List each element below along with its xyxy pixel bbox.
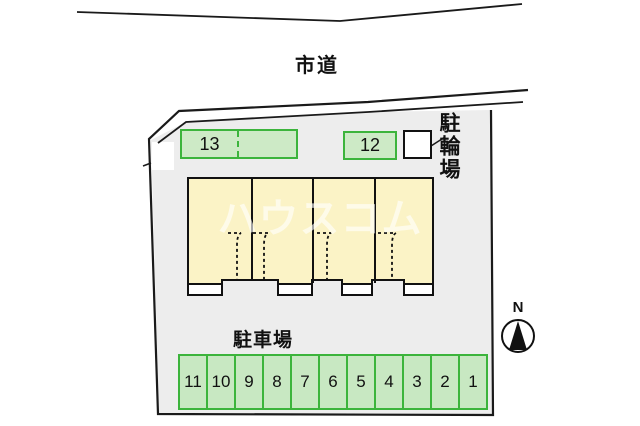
plot-13-empty-half: [237, 131, 296, 157]
boundary-white-patch: [152, 142, 174, 170]
parking-space: 2: [430, 356, 458, 408]
building-outline: [187, 177, 434, 285]
plot-12-number: 12: [359, 135, 381, 155]
compass-needle-icon: [509, 321, 527, 350]
door-path-unit-2: [253, 232, 269, 280]
porch-1: [187, 283, 223, 296]
door-path-unit-3: [317, 232, 332, 280]
plot-12: 12: [343, 131, 397, 160]
parking-row: 11 10 9 8 7 6 5 4 3 2 1: [178, 354, 488, 410]
bicycle-parking-label: 駐輪場: [437, 112, 460, 181]
parking-space: 3: [402, 356, 430, 408]
door-path-unit-4: [378, 232, 397, 280]
porch-3: [341, 283, 373, 296]
parking-space: 1: [458, 356, 486, 408]
parking-space: 10: [206, 356, 234, 408]
parking-space: 11: [184, 372, 202, 391]
bicycle-parking-square: [403, 130, 432, 159]
parking-space: 4: [374, 356, 402, 408]
porch-2: [277, 283, 313, 296]
road-far-edge-line: [76, 3, 523, 22]
bicycle-label-leader-line: [430, 136, 446, 147]
porch-4: [403, 283, 434, 296]
plot-13: 13: [180, 129, 298, 159]
parking-space: 8: [262, 356, 290, 408]
parking-space: 6: [318, 356, 346, 408]
door-path-unit-1: [228, 232, 242, 280]
road-near-edge-line: [157, 101, 524, 144]
parking-space: 9: [234, 356, 262, 408]
parking-space: 7: [290, 356, 318, 408]
road-label: 市道: [295, 55, 339, 77]
parking-space: 5: [346, 356, 374, 408]
plot-13-number: 13: [199, 133, 220, 154]
parking-area-label: 駐車場: [232, 330, 293, 351]
boundary-tick-mark: [142, 162, 152, 167]
north-label: N: [512, 299, 524, 316]
property-boundary-line: [147, 88, 529, 417]
